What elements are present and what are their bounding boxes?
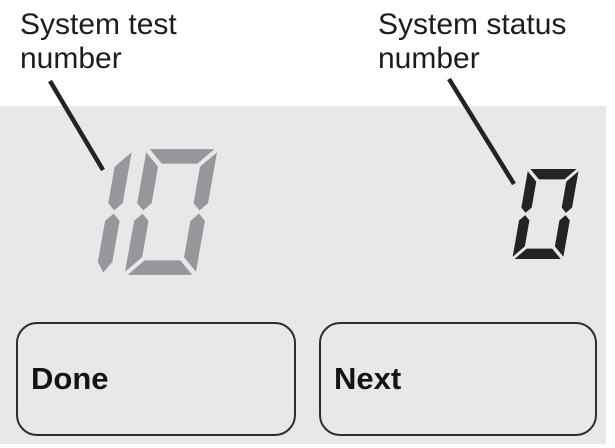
next-button[interactable]: Next bbox=[319, 322, 597, 436]
system-test-number-label: System test number bbox=[20, 8, 177, 75]
system-test-number-display bbox=[95, 148, 221, 276]
system-status-number-label: System status number bbox=[378, 8, 567, 75]
system-status-number-display bbox=[510, 168, 581, 260]
done-button[interactable]: Done bbox=[16, 322, 296, 436]
thermostat-screen: Done Next bbox=[0, 106, 606, 444]
done-button-label: Done bbox=[31, 361, 109, 396]
next-button-label: Next bbox=[334, 361, 402, 396]
